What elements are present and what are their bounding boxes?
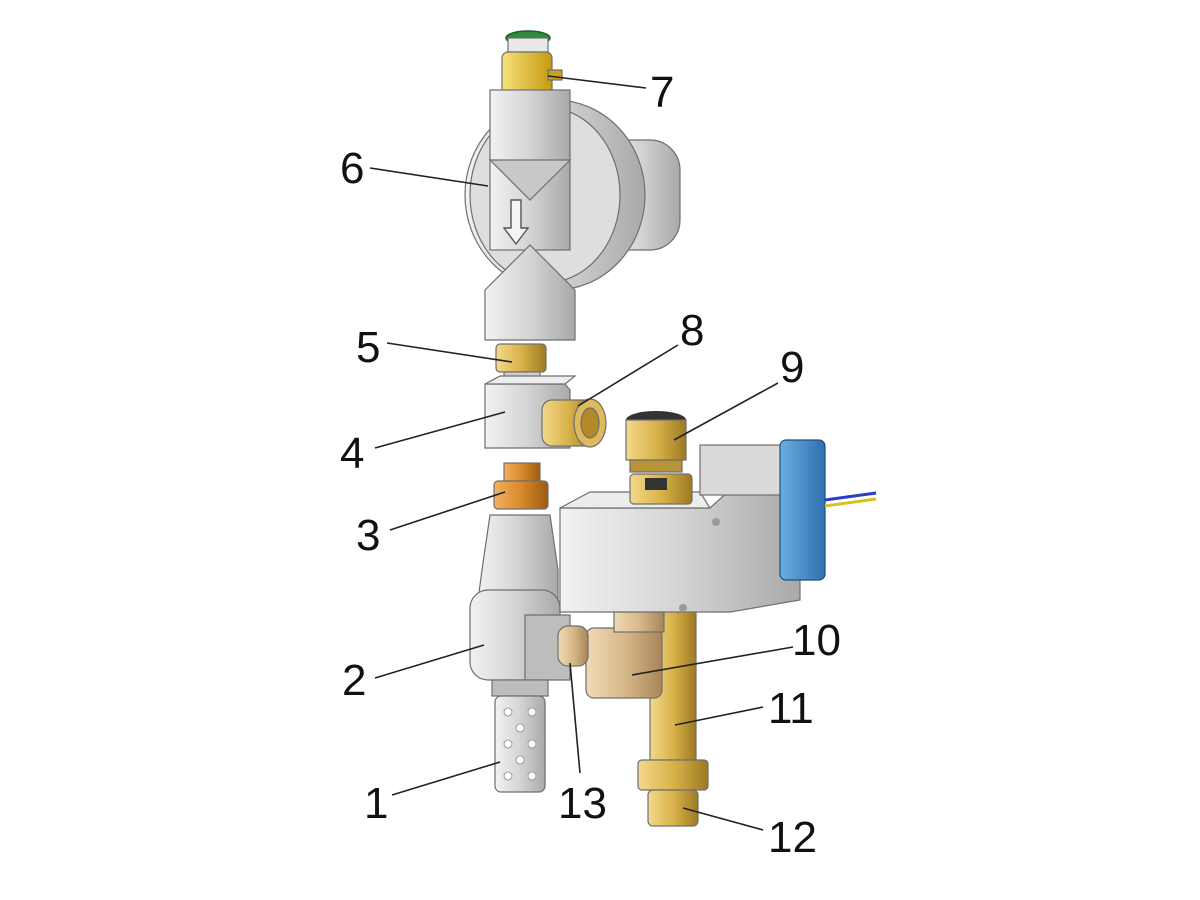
solenoid-valve [559, 439, 877, 613]
callout-2: 2 [342, 656, 366, 705]
pressure-regulator [464, 89, 681, 341]
valve-body [469, 514, 571, 681]
pipe-end-fitting [637, 759, 709, 827]
leader-6 [369, 167, 489, 187]
cable-gland [625, 411, 693, 505]
leader-lines [369, 75, 794, 831]
copper-hex-fitting [493, 462, 549, 510]
leader-12 [682, 807, 764, 831]
callout-5: 5 [356, 323, 380, 372]
leader-8 [577, 344, 679, 407]
leader-13 [569, 662, 581, 774]
callout-1: 1 [364, 779, 388, 828]
leader-5 [386, 342, 513, 363]
callout-6: 6 [340, 144, 364, 193]
leader-11 [674, 706, 764, 726]
callout-10: 10 [792, 616, 841, 665]
callout-4: 4 [340, 429, 364, 478]
leader-3 [389, 491, 506, 531]
callout-12: 12 [768, 813, 817, 862]
leader-7 [547, 75, 647, 89]
callout-9: 9 [780, 343, 804, 392]
compression-nut [541, 398, 607, 448]
callout-8: 8 [680, 306, 704, 355]
silencer [491, 679, 549, 793]
leader-2 [374, 644, 485, 679]
leader-10 [631, 646, 794, 676]
callout-11: 11 [768, 684, 814, 733]
callout-3: 3 [356, 511, 380, 560]
callout-labels: 1 2 3 4 5 6 7 8 9 10 11 12 13 [340, 68, 841, 862]
push-in-fitting [501, 30, 563, 97]
leader-4 [374, 411, 506, 449]
small-connector [557, 625, 589, 667]
callout-7: 7 [650, 68, 674, 117]
callout-13: 13 [558, 779, 607, 828]
leader-1 [391, 761, 501, 796]
bronze-elbow [585, 611, 665, 699]
leader-9 [673, 382, 779, 441]
